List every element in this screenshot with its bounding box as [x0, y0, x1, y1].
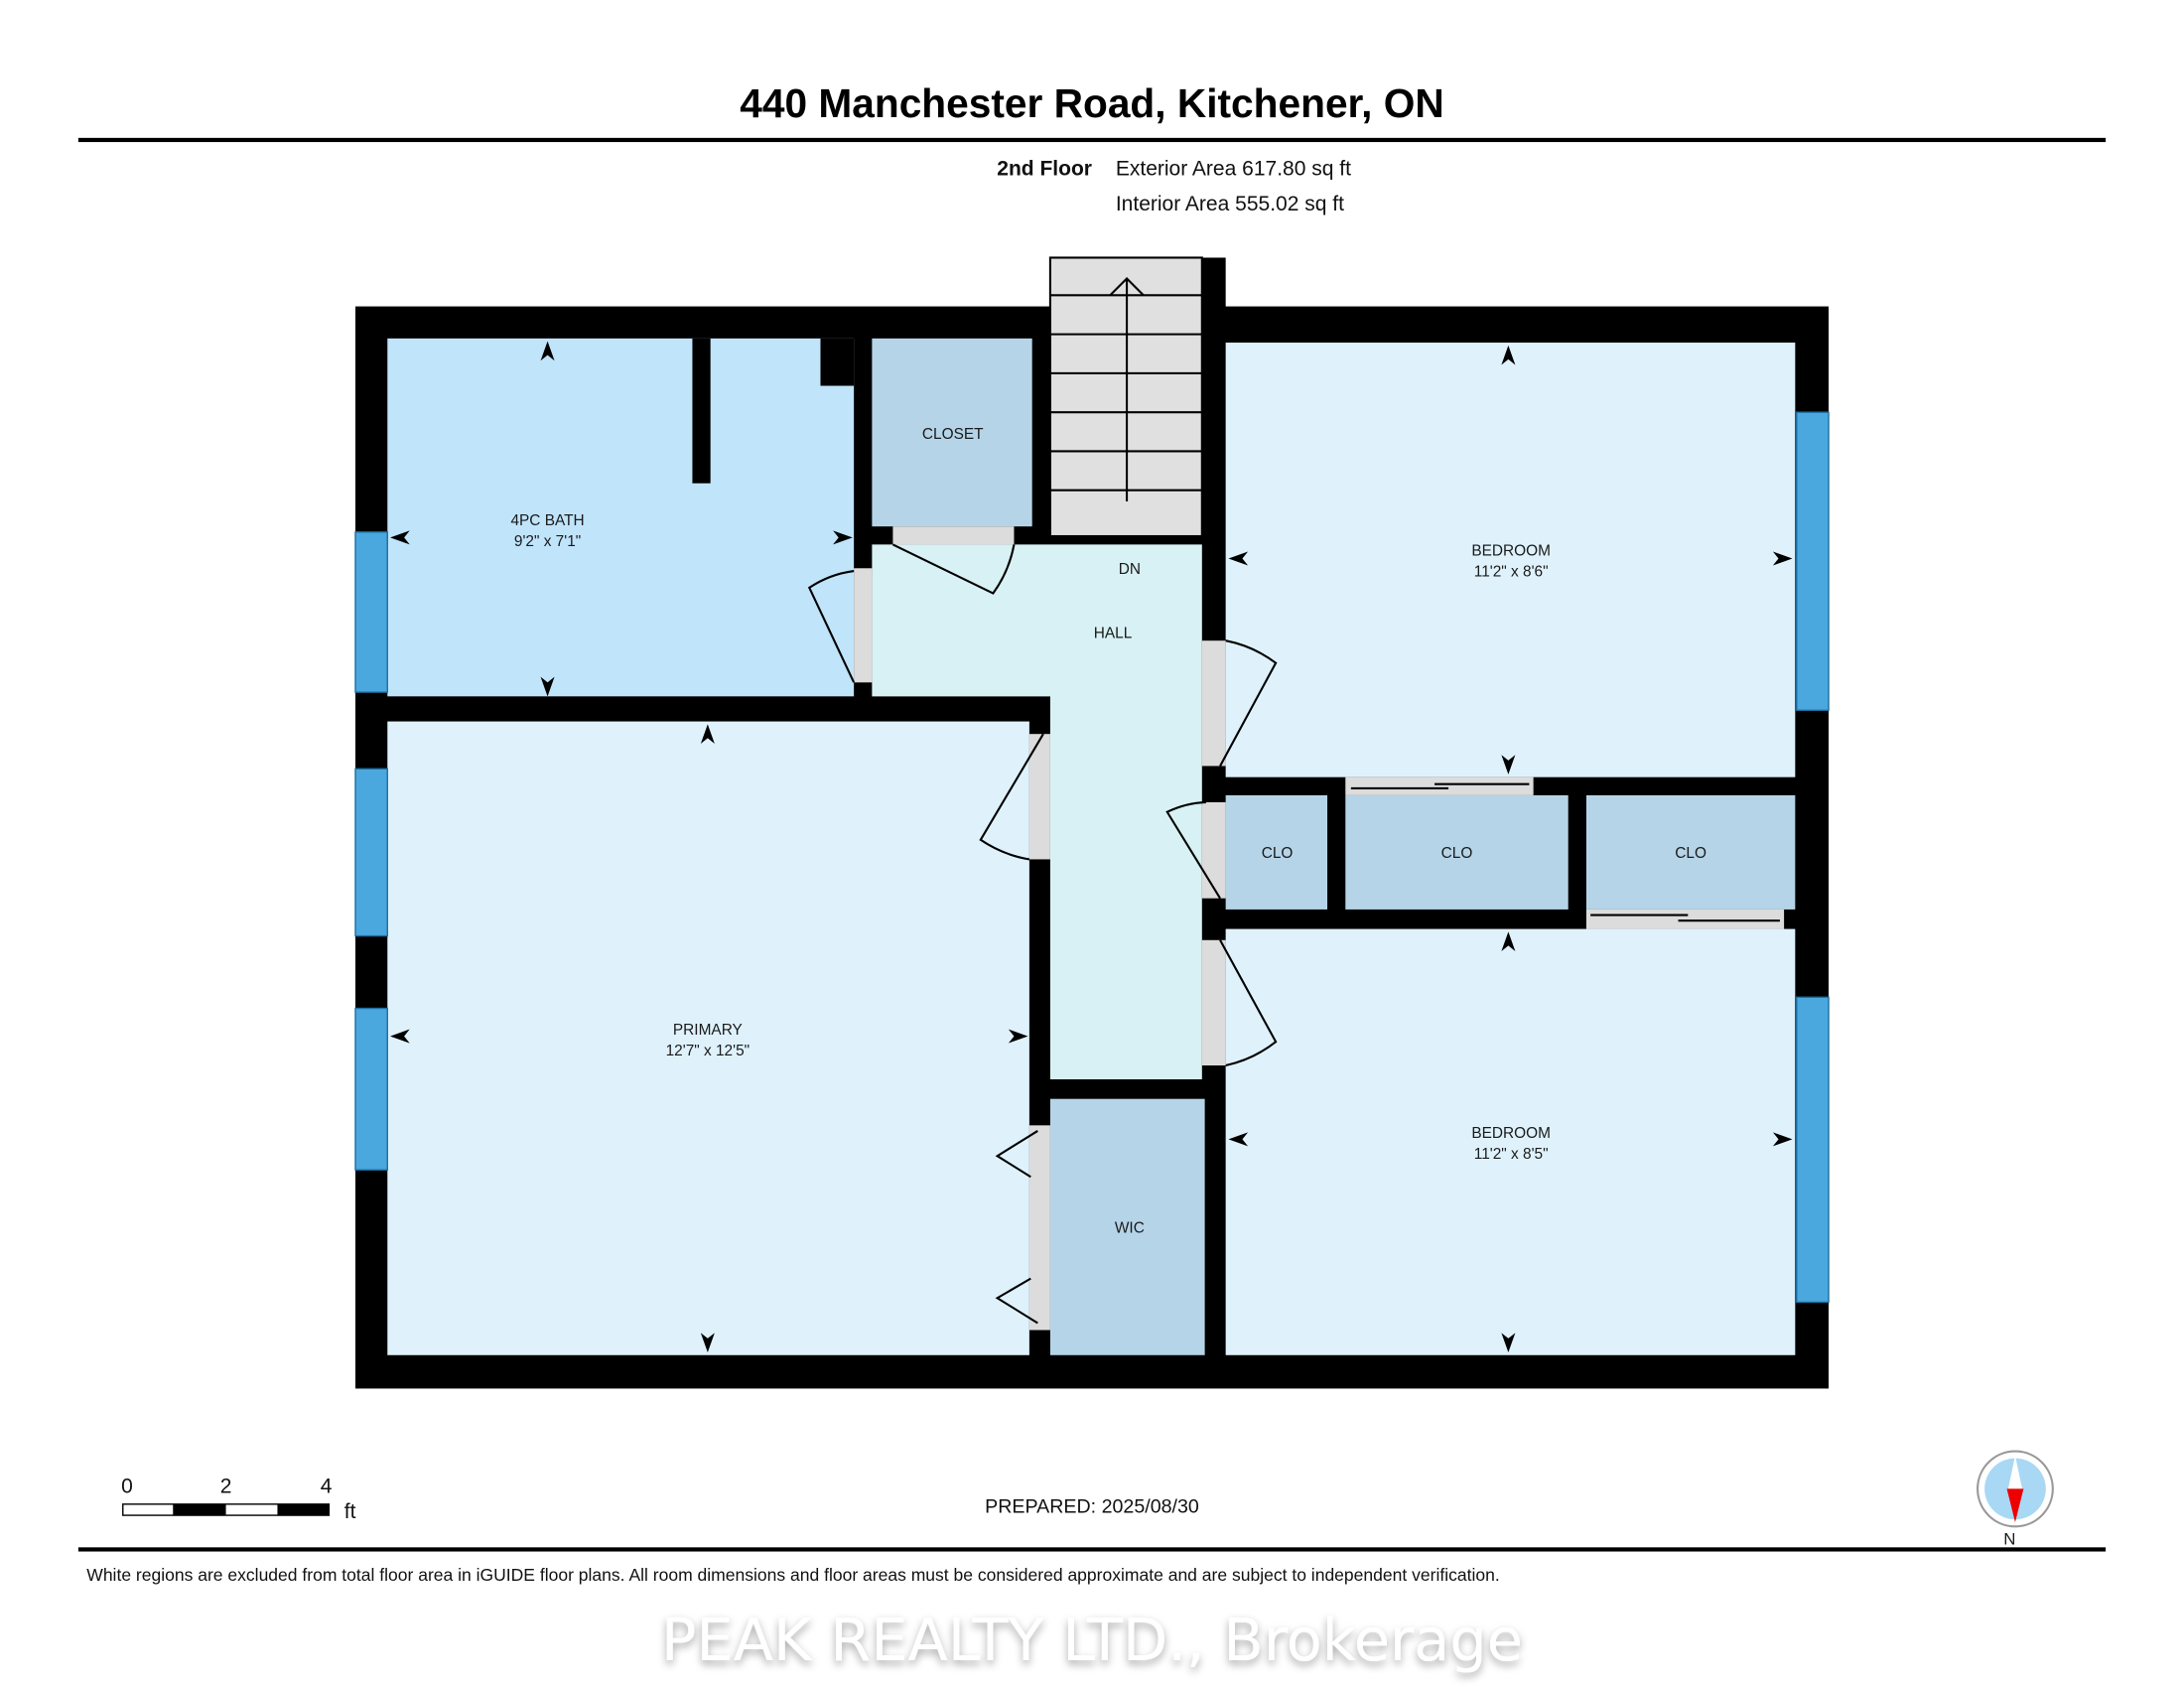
brokerage-watermark: PEAK REALTY LTD., Brokerage: [661, 1606, 1523, 1674]
wall: [692, 338, 711, 484]
room-clo-3: [1585, 794, 1796, 910]
disclaimer: White regions are excluded from total fl…: [86, 1565, 1499, 1585]
scale-tick-4: 4: [321, 1476, 333, 1498]
room-closet: [872, 338, 1032, 527]
room-wic: [1049, 1098, 1205, 1355]
bath-label: 4PC BATH: [510, 512, 584, 529]
room-clo-2: [1345, 794, 1569, 910]
prepared-date: PREPARED: 2025/08/30: [985, 1495, 1199, 1517]
bedroom-1-label: BEDROOM: [1471, 543, 1551, 560]
wall: [820, 338, 855, 386]
stairs-down-label: DN: [1119, 561, 1141, 578]
footer-divider: [77, 1547, 2107, 1552]
exterior-area: Exterior Area 617.80 sq ft: [1116, 158, 1351, 181]
clo-3-label: CLO: [1675, 845, 1706, 862]
room-clo-1: [1225, 794, 1328, 910]
header-divider: [77, 137, 2107, 143]
bedroom-1-dims: 11'2" x 8'6": [1474, 564, 1549, 581]
door-openings: [854, 526, 1785, 1331]
stair-treads: [1049, 277, 1202, 501]
primary-label: PRIMARY: [673, 1022, 743, 1039]
room-bath: [387, 338, 855, 697]
interior-area: Interior Area 555.02 sq ft: [1116, 193, 1344, 215]
wall: [1201, 257, 1226, 314]
bedroom-2-dims: 11'2" x 8'5": [1474, 1146, 1549, 1163]
scale-tick-0: 0: [121, 1476, 133, 1498]
bedroom-2-label: BEDROOM: [1471, 1125, 1551, 1142]
hall-label: HALL: [1094, 625, 1133, 641]
primary-dims: 12'7" x 12'5": [666, 1043, 751, 1059]
page-title: 440 Manchester Road, Kitchener, ON: [740, 80, 1443, 126]
room-bedroom-1: [1225, 343, 1796, 777]
room-primary: [387, 721, 1029, 1355]
scale-tick-2: 2: [220, 1476, 232, 1498]
windows: [354, 411, 1830, 1304]
scale-bar: 0 2 4 ft: [121, 1476, 356, 1523]
floor-name: 2nd Floor: [997, 158, 1092, 181]
compass-icon: N: [1977, 1450, 2054, 1549]
room-hall: [872, 544, 1202, 1080]
compass-north-label: N: [2003, 1530, 2015, 1549]
clo-1-label: CLO: [1262, 845, 1294, 862]
scale-unit: ft: [344, 1500, 356, 1523]
clo-2-label: CLO: [1441, 845, 1473, 862]
closet-label: CLOSET: [922, 426, 984, 443]
room-bedroom-2: [1225, 928, 1796, 1355]
door-swings[interactable]: [807, 543, 1780, 1325]
bath-dims: 9'2" x 7'1": [514, 533, 581, 550]
wic-label: WIC: [1115, 1219, 1145, 1236]
dimension-arrows: [390, 341, 1793, 1352]
floor-plan: 4PC BATH 9'2" x 7'1" CLOSET DN HALL BEDR…: [354, 256, 1830, 1389]
